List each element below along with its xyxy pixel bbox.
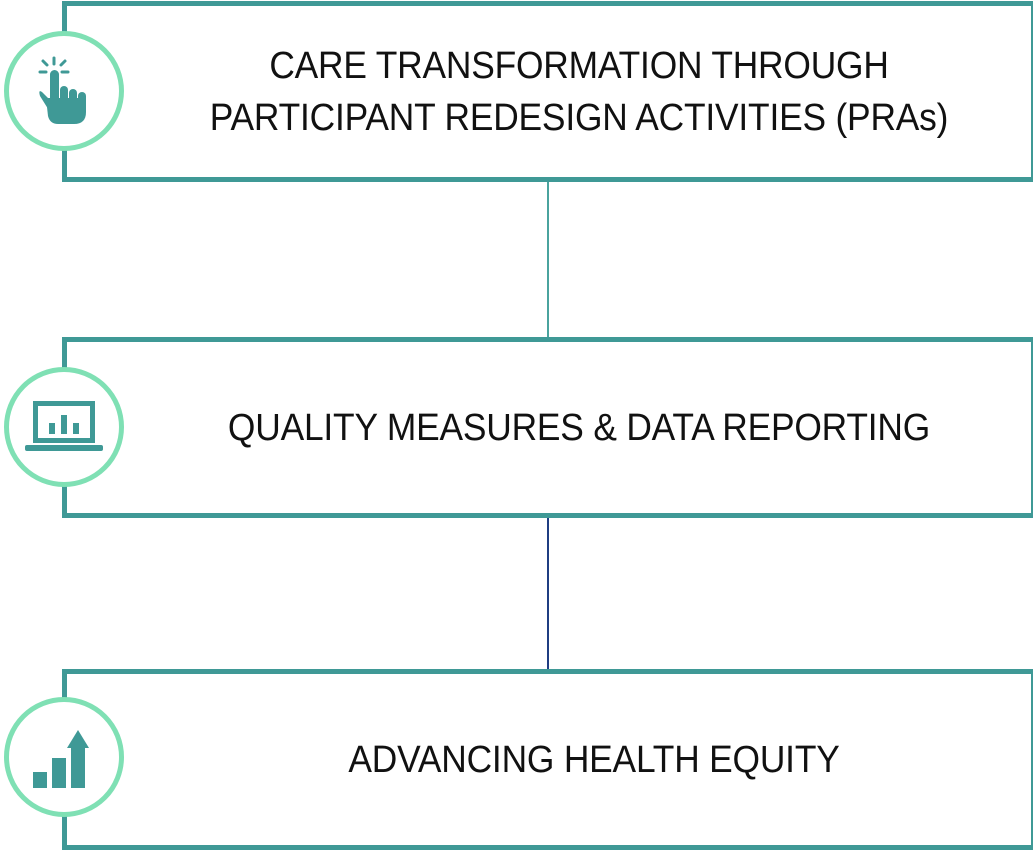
step-card-quality-measures: QUALITY MEASURES & DATA REPORTING <box>62 337 1033 518</box>
step-card-health-equity: ADVANCING HEALTH EQUITY <box>62 669 1033 850</box>
step-title: QUALITY MEASURES & DATA REPORTING <box>159 342 1000 513</box>
growth-chart-arrow-icon <box>33 730 89 788</box>
step-title-line: ADVANCING HEALTH EQUITY <box>348 738 840 781</box>
step-title-line: PARTICIPANT REDESIGN ACTIVITIES (PRAs) <box>209 96 949 139</box>
step-badge-2 <box>4 367 124 487</box>
step-card-care-transformation: CARE TRANSFORMATION THROUGH PARTICIPANT … <box>62 1 1033 182</box>
laptop-bar-chart-icon <box>25 401 103 451</box>
step-title-line: QUALITY MEASURES & DATA REPORTING <box>227 406 931 449</box>
step-badge-1 <box>4 31 124 151</box>
connector-line-2-3 <box>547 517 549 669</box>
connector-line-1-2 <box>547 181 549 337</box>
step-title: ADVANCING HEALTH EQUITY <box>188 674 1001 845</box>
step-title-line: CARE TRANSFORMATION THROUGH <box>269 44 889 87</box>
step-badge-3 <box>4 697 124 817</box>
hand-pointer-click-icon <box>38 56 86 124</box>
step-title: CARE TRANSFORMATION THROUGH PARTICIPANT … <box>159 6 1000 177</box>
